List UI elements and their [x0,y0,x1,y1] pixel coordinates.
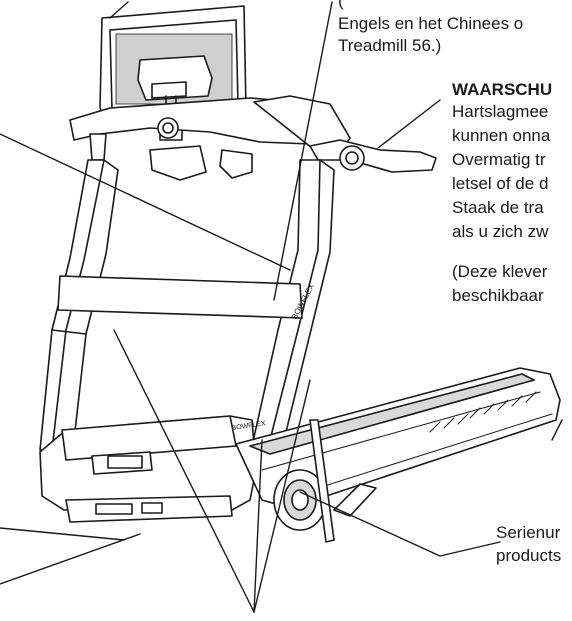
warning-line-2: kunnen onna [452,126,551,145]
sticker-note-line-1: (Deze klever [452,262,548,281]
cross-bar [57,275,303,319]
sticker-note-line-2: beschikbaar [452,286,544,305]
serial-note-line-1: Serienur [496,523,561,542]
motor-hood [39,415,257,523]
front-roller [273,469,327,531]
console-handlebar [69,95,351,181]
warning-title: WAARSCHU [452,80,553,99]
support-legs [309,419,377,543]
hood-brand-label: BOWFLEX [231,420,266,432]
console-screen [99,5,247,141]
callout-lines [0,1,563,613]
warning-line-6: als u zich zw [452,222,549,241]
side-handrail [309,139,437,173]
note-line-language: Engels en het Chinees o [338,14,524,33]
warning-line-5: Staak de tra [452,198,544,217]
warning-line-3: Overmatig tr [452,150,546,169]
warning-line-1: Hartslagmee [452,102,549,121]
note-line-model: Treadmill 56.) [338,36,442,55]
warning-line-4: letsel of de d [452,174,549,193]
serial-note-line-2: products [496,546,562,565]
note-paren-open: ( [338,0,344,10]
